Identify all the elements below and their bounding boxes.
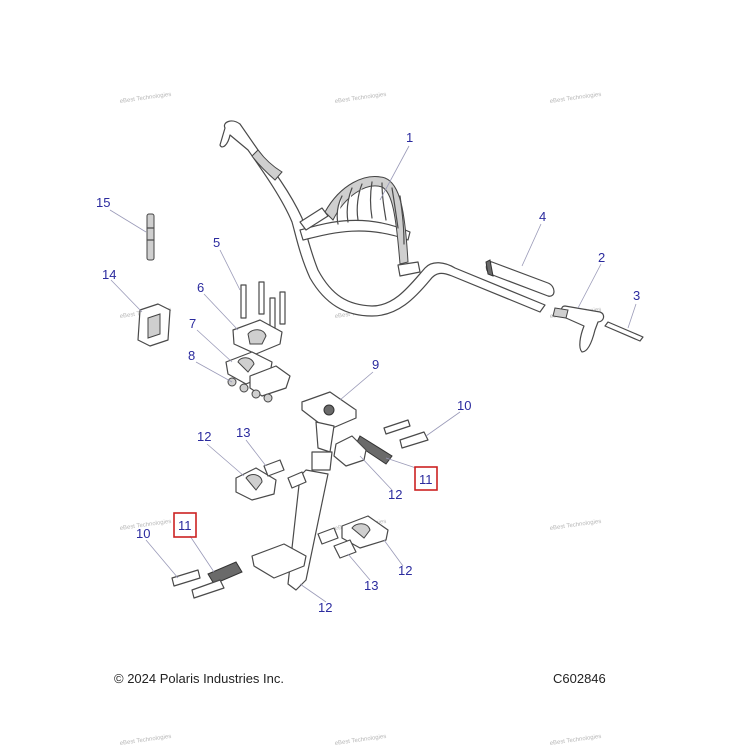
upper-clamp-part[interactable] [232,319,283,355]
grip-part[interactable] [485,259,555,297]
callout-14: 14 [102,267,116,282]
callout-labels: 1 2 3 4 5 6 7 8 9 10 10 12 13 12 12 13 1… [96,130,640,615]
lower-clamp-part[interactable] [225,351,291,397]
watermark: eBest Technologies [549,92,601,105]
callout-6: 6 [197,280,204,295]
callout-13-lower: 13 [364,578,378,593]
pin-part[interactable] [604,321,644,342]
leader-lines [109,145,637,603]
bolt-part[interactable] [146,213,155,261]
callout-7: 7 [189,316,196,331]
bolts-lower-part[interactable] [171,569,225,599]
watermark: eBest Technologies [334,92,386,105]
clamp-left-part[interactable] [235,467,277,501]
steering-column-part[interactable] [251,391,357,591]
callout-12-upper-right: 12 [388,487,402,502]
callout-1: 1 [406,130,413,145]
bolts-upper-part[interactable] [383,419,429,449]
handlebar-part[interactable] [219,120,546,317]
callout-10-upper: 10 [457,398,471,413]
callout-11-upper: 11 [419,472,433,487]
bushings-lower-part[interactable] [317,527,357,559]
watermark: eBest Technologies [549,519,601,532]
watermark: eBest Technologies [119,92,171,105]
bolts-part[interactable] [240,281,286,331]
watermark: eBest Technologies [334,734,386,747]
callout-2: 2 [598,250,605,265]
callout-9: 9 [372,357,379,372]
diagram-code: C602846 [553,671,606,686]
highlighted-callout-11-upper[interactable]: 11 [414,466,438,491]
watermark: eBest Technologies [119,734,171,747]
callout-13-upper: 13 [236,425,250,440]
callout-4: 4 [539,209,546,224]
callout-15: 15 [96,195,110,210]
callout-12-bottom: 12 [318,600,332,615]
callout-12-lower-right: 12 [398,563,412,578]
callout-5: 5 [213,235,220,250]
washers-part[interactable] [227,377,273,403]
lever-assembly-part[interactable] [552,305,605,353]
callout-12-left: 12 [197,429,211,444]
bushings-upper-part[interactable] [263,459,307,489]
callout-3: 3 [633,288,640,303]
callout-11-lower: 11 [178,518,192,533]
spacer-plate-lower-part[interactable] [207,561,243,585]
copyright-notice: © 2024 Polaris Industries Inc. [114,671,284,686]
watermark: eBest Technologies [549,734,601,747]
bracket-block-part[interactable] [137,303,171,347]
highlighted-callout-11-lower[interactable]: 11 [173,512,197,538]
clamp-lower-right-part[interactable] [341,515,389,549]
callout-8: 8 [188,348,195,363]
callout-10-lower: 10 [136,526,150,541]
